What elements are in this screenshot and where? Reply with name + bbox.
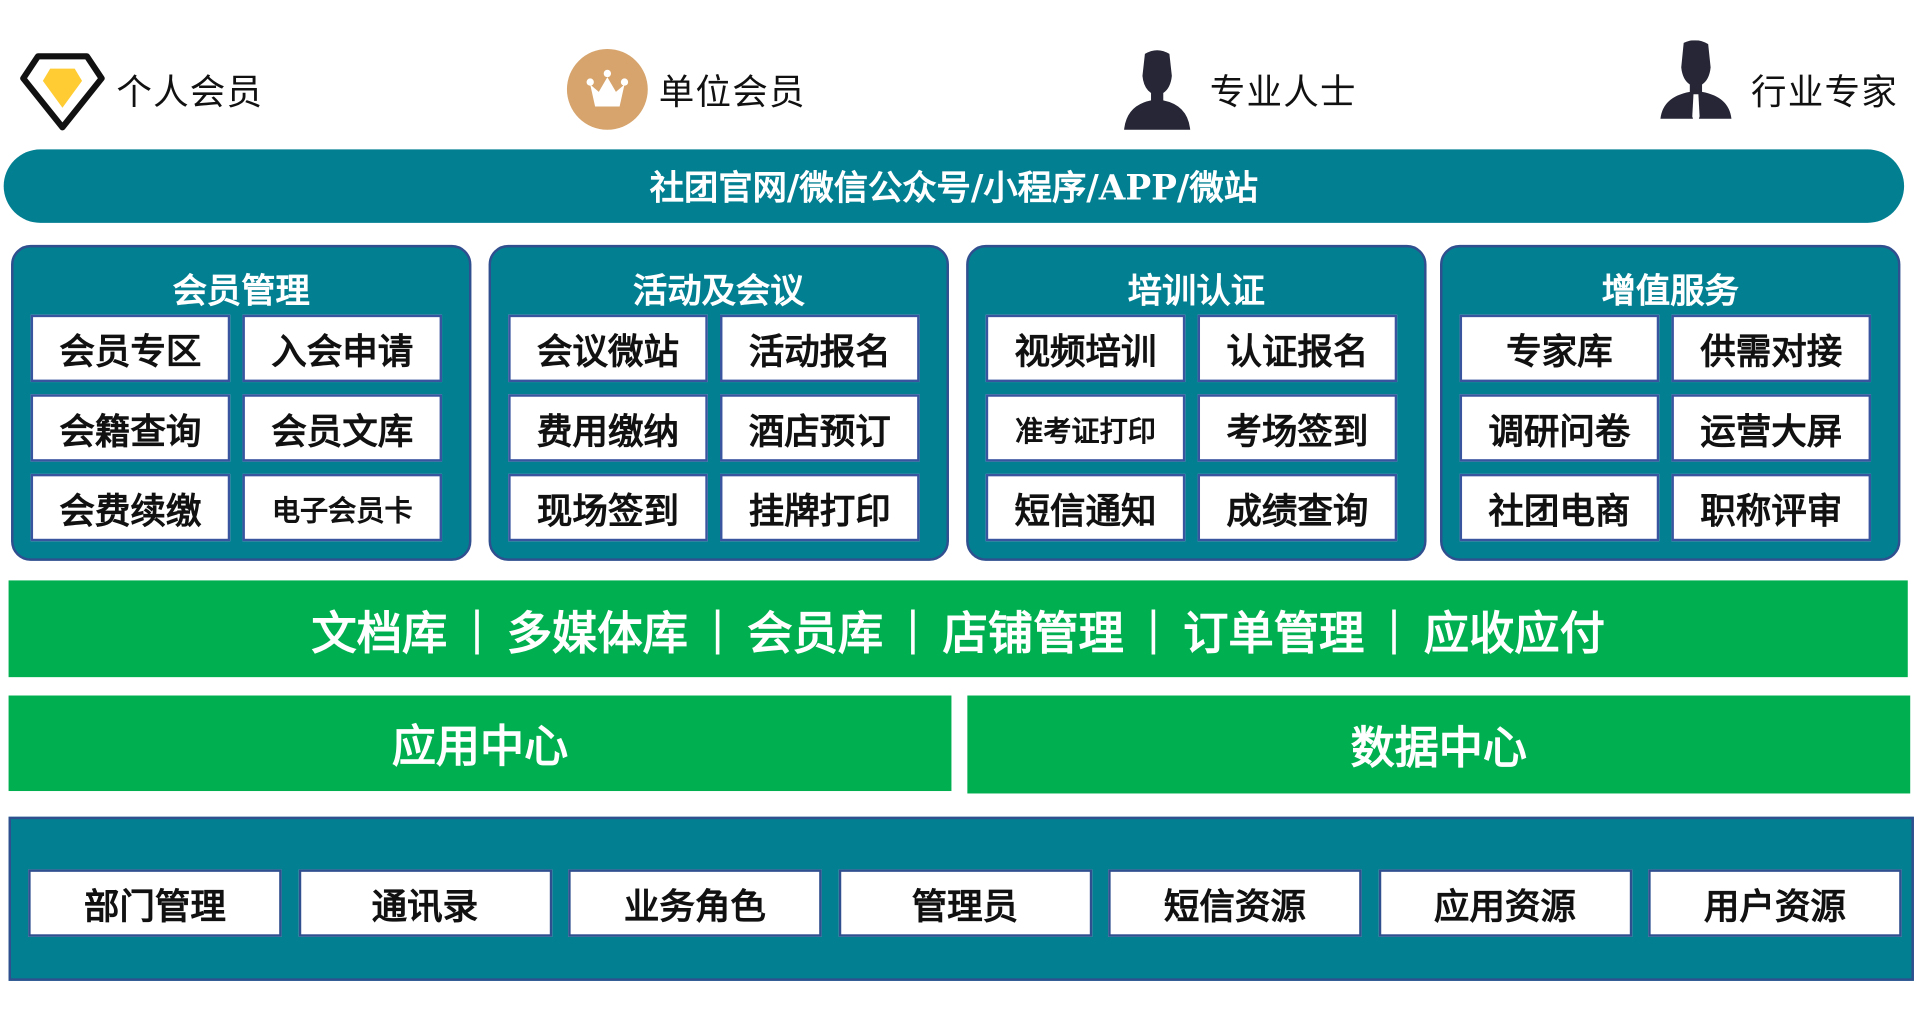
role-organization-member: 单位会员 — [566, 47, 806, 133]
separator: | — [1386, 602, 1402, 656]
module-item[interactable]: 会员专区 — [30, 314, 231, 383]
resource-item[interactable]: 会员库 — [747, 605, 884, 660]
base-item[interactable]: 应用资源 — [1378, 869, 1632, 937]
base-item[interactable]: 通讯录 — [298, 869, 552, 937]
module-item[interactable]: 电子会员卡 — [242, 473, 443, 542]
separator: | — [469, 602, 485, 656]
role-label: 行业专家 — [1751, 71, 1898, 113]
separator: | — [709, 602, 726, 656]
role-label: 单位会员 — [658, 71, 806, 113]
role-label: 个人会员 — [116, 71, 264, 113]
diamond-icon — [20, 53, 105, 131]
role-professional: 专业人士 — [1114, 47, 1356, 133]
module-panel: 增值服务专家库供需对接调研问卷运营大屏社团电商职称评审 — [1440, 244, 1901, 561]
module-item[interactable]: 社团电商 — [1459, 473, 1660, 542]
module-item[interactable]: 现场签到 — [508, 473, 708, 542]
module-item[interactable]: 供需对接 — [1671, 314, 1872, 383]
panel-title: 活动及会议 — [633, 270, 805, 312]
person-icon — [1124, 50, 1191, 130]
resource-item[interactable]: 店铺管理 — [942, 605, 1124, 660]
module-item[interactable]: 挂牌打印 — [720, 473, 920, 542]
module-panel: 活动及会议会议微站活动报名费用缴纳酒店预订现场签到挂牌打印 — [488, 244, 949, 561]
resource-item[interactable]: 多媒体库 — [506, 605, 688, 660]
role-label: 专业人士 — [1209, 71, 1357, 113]
module-item[interactable]: 考场签到 — [1197, 394, 1398, 462]
module-item[interactable]: 视频培训 — [985, 314, 1186, 383]
module-item[interactable]: 会费续缴 — [30, 473, 231, 542]
module-item[interactable]: 酒店预订 — [720, 394, 920, 462]
module-panel: 会员管理会员专区入会申请会籍查询会员文库会费续缴电子会员卡 — [11, 244, 472, 561]
module-item[interactable]: 费用缴纳 — [508, 394, 708, 462]
role-industry-expert: 行业专家 — [1651, 40, 1898, 133]
crown-icon — [566, 48, 648, 130]
module-item[interactable]: 运营大屏 — [1671, 394, 1872, 462]
module-item[interactable]: 会员文库 — [242, 394, 443, 462]
resource-bar: 文档库 | 多媒体库 | 会员库 | 店铺管理 | 订单管理 | 应收应付 — [8, 580, 1908, 678]
base-platform: 部门管理通讯录业务角色管理员短信资源应用资源用户资源 — [8, 816, 1914, 981]
base-item[interactable]: 短信资源 — [1108, 869, 1362, 937]
module-item[interactable]: 认证报名 — [1197, 314, 1398, 383]
channels-banner: 社团官网/微信公众号/小程序/APP/微站 — [3, 149, 1905, 223]
module-item[interactable]: 会籍查询 — [30, 394, 231, 462]
resource-item[interactable]: 文档库 — [311, 605, 448, 660]
module-item[interactable]: 会议微站 — [508, 314, 708, 383]
base-item[interactable]: 业务角色 — [568, 869, 822, 937]
person-tie-icon — [1660, 40, 1732, 129]
module-item[interactable]: 调研问卷 — [1459, 394, 1660, 462]
panel-title: 会员管理 — [172, 270, 310, 312]
module-panel: 培训认证视频培训认证报名准考证打印考场签到短信通知成绩查询 — [966, 244, 1427, 561]
base-item[interactable]: 部门管理 — [28, 869, 282, 937]
panel-title: 增值服务 — [1601, 270, 1739, 312]
module-item[interactable]: 入会申请 — [242, 314, 443, 383]
module-item[interactable]: 职称评审 — [1671, 473, 1872, 542]
application-center: 应用中心 — [8, 695, 952, 792]
module-item[interactable]: 准考证打印 — [985, 394, 1186, 462]
base-item[interactable]: 管理员 — [838, 869, 1092, 937]
panel-title: 培训认证 — [1127, 270, 1265, 312]
module-item[interactable]: 短信通知 — [985, 473, 1186, 542]
separator: | — [1145, 602, 1162, 656]
module-item[interactable]: 专家库 — [1459, 314, 1660, 383]
base-item[interactable]: 用户资源 — [1648, 869, 1902, 937]
separator: | — [905, 602, 921, 656]
data-center: 数据中心 — [967, 695, 1911, 794]
module-item[interactable]: 成绩查询 — [1197, 473, 1398, 542]
role-individual-member: 个人会员 — [18, 47, 263, 133]
resource-item[interactable]: 应收应付 — [1423, 605, 1605, 660]
module-item[interactable]: 活动报名 — [720, 314, 920, 383]
resource-item[interactable]: 订单管理 — [1183, 605, 1365, 660]
